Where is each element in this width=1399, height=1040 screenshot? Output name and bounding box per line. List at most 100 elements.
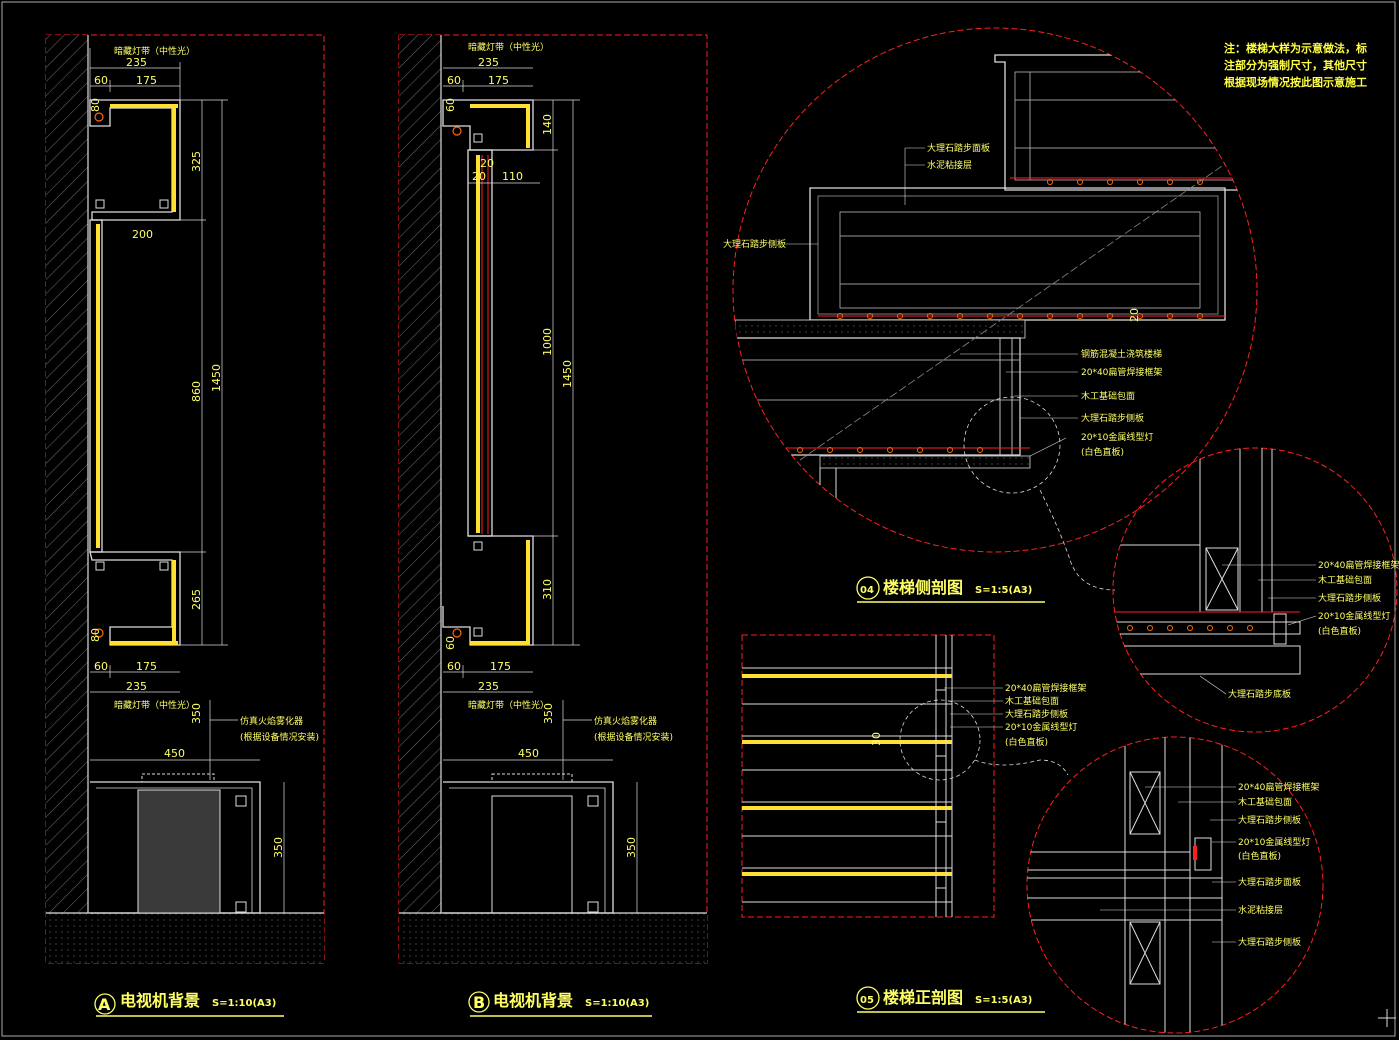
dim-a-350a: 350 — [190, 703, 203, 724]
zoom2-cement: 水泥粘接层 — [1238, 904, 1283, 916]
dim-b-1000: 1000 — [541, 328, 554, 356]
dim-b-60a: 60 — [444, 98, 457, 112]
label-04-concrete: 钢筋混凝土浇筑楼梯 — [1081, 348, 1162, 360]
dim-b-1450: 1450 — [561, 360, 574, 388]
drawing-note: 注：楼梯大样为示意做法，标 注部分为强制尺寸，其他尺寸 根据现场情况按此图示意施… — [1224, 41, 1367, 89]
dim-a-bot-total: 235 — [126, 680, 147, 693]
detail-04-marker — [856, 576, 880, 600]
zoom2-light-sub: (白色直板) — [1238, 850, 1281, 862]
dim-04-20: 20 — [1128, 308, 1141, 322]
detail-04-marker-text: 04 — [860, 585, 874, 596]
dim-a-80a: 80 — [89, 98, 102, 112]
dim-a-350b: 350 — [272, 837, 285, 858]
dim-a-265: 265 — [190, 589, 203, 610]
label-04-frame: 20*40扁管焊接框架 — [1081, 366, 1162, 378]
zoom1-light-sub: (白色直板) — [1318, 625, 1361, 637]
detail-04-boundary — [732, 27, 1258, 553]
dim-b-350a: 350 — [542, 703, 555, 724]
detail-05-zoom: 20*40扁管焊接框架 木工基础包面 大理石踏步侧板 20*10金属线型灯 (白… — [1026, 736, 1324, 1034]
label-04-side2: 大理石踏步侧板 — [1081, 412, 1144, 424]
dim-b-450: 450 — [518, 747, 539, 760]
dim-a-top-left: 60 — [94, 74, 108, 87]
label-05-light: 20*10金属线型灯 — [1005, 721, 1077, 733]
detail-04: 大理石踏步面板 水泥粘接层 大理石踏步侧板 钢筋混凝土浇筑楼梯 20*40扁管焊… — [723, 27, 1258, 603]
dim-b-20b: 20 — [472, 170, 486, 183]
zoom1-light: 20*10金属线型灯 — [1318, 610, 1390, 622]
light-fixture-icon — [452, 126, 462, 136]
detail-05: 20*40扁管焊接框架 木工基础包面 大理石踏步侧板 20*10金属线型灯 (白… — [741, 634, 1086, 1013]
drawing-a-marker — [94, 993, 116, 1015]
dim-a-bot-right: 175 — [136, 660, 157, 673]
zoom2-side: 大理石踏步侧板 — [1238, 814, 1301, 826]
dim-b-top-right: 175 — [488, 74, 509, 87]
drawing-a-top-label: 暗藏灯带（中性光） — [114, 45, 195, 57]
dim-b-60b: 60 — [444, 636, 457, 650]
light-fixture-icon — [94, 628, 104, 638]
zoom1-frame: 20*40扁管焊接框架 — [1318, 559, 1399, 571]
drawing-a-scale: S=1:10(A3) — [212, 998, 276, 1009]
dim-a-top-right: 175 — [136, 74, 157, 87]
label-05-side: 大理石踏步侧板 — [1005, 708, 1068, 720]
zoom1-side: 大理石踏步侧板 — [1318, 592, 1381, 604]
dim-a-1450: 1450 — [210, 364, 223, 392]
dim-a-860: 860 — [190, 381, 203, 402]
label-05-light-sub: (白色直板) — [1005, 736, 1048, 748]
note-line-2: 注部分为强制尺寸，其他尺寸 — [1224, 58, 1367, 72]
detail-04-scale: S=1:5(A3) — [975, 585, 1032, 596]
drawing-a-marker-text: A — [98, 995, 111, 1014]
crosshair-icon — [1378, 1009, 1396, 1027]
drawing-a-wall-hatch — [46, 35, 88, 913]
drawing-b-top-label: 暗藏灯带（中性光） — [468, 41, 549, 53]
dim-b-140: 140 — [541, 114, 554, 135]
zoom2-light: 20*10金属线型灯 — [1238, 836, 1310, 848]
light-fixture-icon — [94, 112, 104, 122]
dim-b-top-total: 235 — [478, 56, 499, 69]
label-05-wood: 木工基础包面 — [1005, 695, 1059, 707]
zoom2-frame: 20*40扁管焊接框架 — [1238, 781, 1319, 793]
drawing-b-scale: S=1:10(A3) — [585, 998, 649, 1009]
label-04-light: 20*10金属线型灯 — [1081, 431, 1153, 443]
label-04-light-sub: (白色直板) — [1081, 446, 1124, 458]
drawing-b-marker — [468, 991, 490, 1013]
dim-b-bot-right: 175 — [490, 660, 511, 673]
dim-b-350b: 350 — [625, 837, 638, 858]
drawing-b-bottom-label: 暗藏灯带（中性光） — [468, 699, 549, 711]
drawing-a-device-note: (根据设备情况安装) — [240, 731, 319, 743]
dim-b-bot-total: 235 — [478, 680, 499, 693]
zoom2-tread: 大理石踏步面板 — [1238, 876, 1301, 888]
dim-b-310: 310 — [541, 579, 554, 600]
label-05-frame: 20*40扁管焊接框架 — [1005, 682, 1086, 694]
drawing-b: 暗藏灯带（中性光） 235 60 175 60 20 20 110 140 10… — [398, 34, 708, 1017]
zoom2-side2: 大理石踏步侧板 — [1238, 936, 1301, 948]
label-04-cement: 水泥粘接层 — [927, 159, 972, 171]
detail-05-marker-text: 05 — [860, 995, 874, 1006]
label-04-tread: 大理石踏步面板 — [927, 142, 990, 154]
dim-a-325: 325 — [190, 151, 203, 172]
dim-b-20a: 20 — [480, 157, 494, 170]
dim-a-bot-left: 60 — [94, 660, 108, 673]
drawing-a-device-label: 仿真火焰雾化器 — [240, 715, 303, 727]
drawing-b-device-note: (根据设备情况安装) — [594, 731, 673, 743]
label-04-step-side: 大理石踏步侧板 — [723, 238, 786, 250]
drawing-a-bottom-label: 暗藏灯带（中性光） — [114, 699, 195, 711]
zoom1-wood: 木工基础包面 — [1318, 574, 1372, 586]
dim-b-top-left: 60 — [447, 74, 461, 87]
drawing-b-wall-hatch — [399, 35, 441, 913]
drawing-a-floor-hatch — [46, 913, 324, 963]
dim-05-30: 30 — [870, 732, 883, 746]
dim-b-bot-left: 60 — [447, 660, 461, 673]
dim-b-110: 110 — [502, 170, 523, 183]
drawing-b-floor-hatch — [399, 913, 707, 963]
drawing-a-title: 电视机背景 — [120, 991, 200, 1010]
fireplace-insert — [137, 789, 221, 914]
zoom2-wood: 木工基础包面 — [1238, 796, 1292, 808]
label-04-wood: 木工基础包面 — [1081, 390, 1135, 402]
dim-a-450: 450 — [164, 747, 185, 760]
detail-05-scale: S=1:5(A3) — [975, 995, 1032, 1006]
detail-04-title: 楼梯侧剖图 — [883, 578, 963, 597]
dim-a-top-total: 235 — [126, 56, 147, 69]
drawing-b-title: 电视机背景 — [493, 991, 573, 1010]
light-fixture-icon — [452, 628, 462, 638]
detail-05-marker — [856, 986, 880, 1010]
